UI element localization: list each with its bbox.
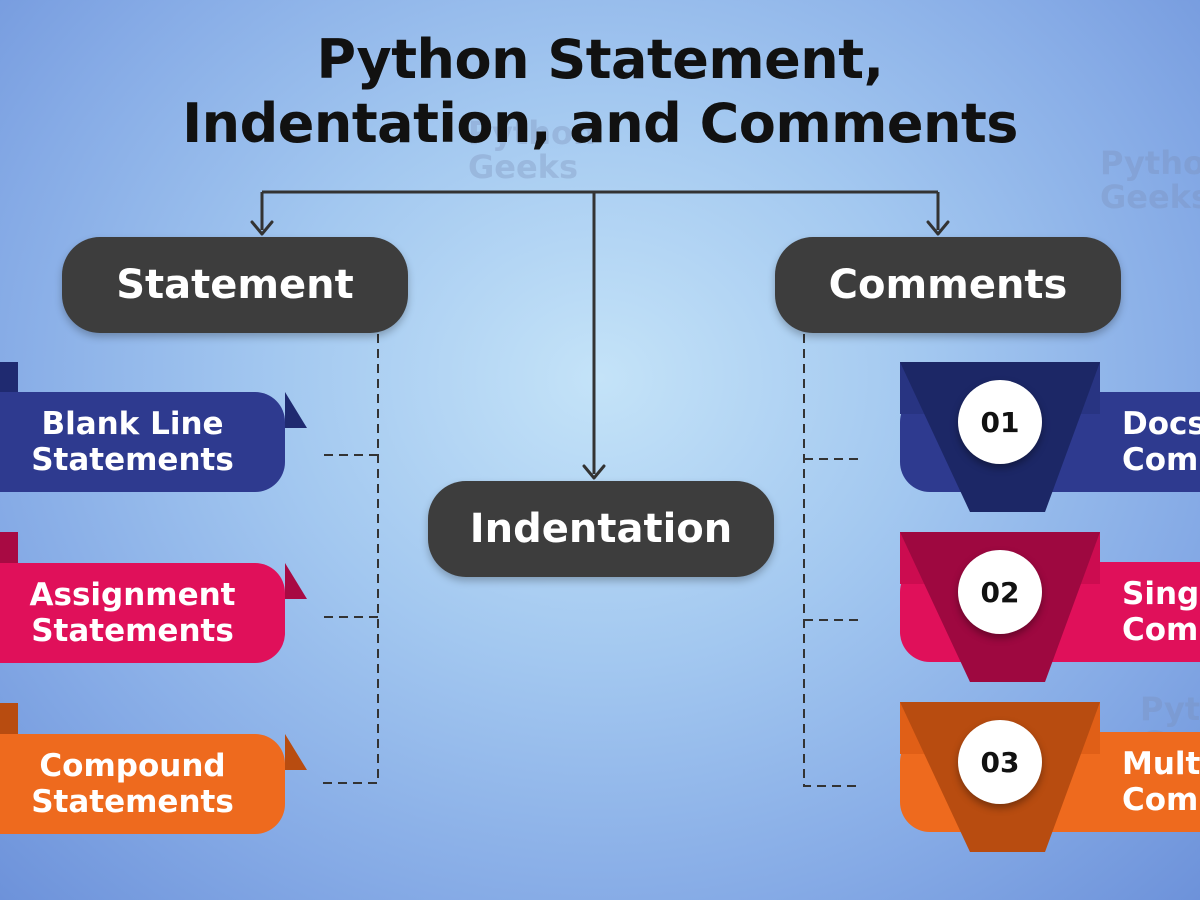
ribbon-label: Blank Line Statements: [31, 406, 234, 478]
node-statement: Statement: [62, 237, 408, 333]
watermark-logo: Python Geeks: [468, 114, 596, 186]
dashed-bracket-statement: [322, 334, 379, 784]
statement-ribbon-compound: Compound Statements: [0, 734, 307, 834]
arrow-head-comments: [926, 220, 950, 236]
title-line-1: Python Statement,: [316, 28, 884, 91]
comment-ribbon-multi-line: 03 Mult Com: [900, 702, 1200, 852]
statement-ribbon-assignment: Assignment Statements: [0, 563, 307, 663]
ribbon-tab: [0, 362, 18, 396]
ribbon-tab: [0, 703, 18, 737]
number-badge: 01: [958, 380, 1042, 464]
ribbon-tab: [0, 532, 18, 566]
ribbon-label: Compound Statements: [31, 748, 234, 820]
ribbon-fold: [285, 392, 307, 428]
node-comments: Comments: [775, 237, 1121, 333]
page-title: Python Statement, Indentation, and Comme…: [100, 28, 1100, 156]
dashed-bracket-comments: [803, 334, 862, 787]
number-badge: 02: [958, 550, 1042, 634]
ribbon-fold: [285, 563, 307, 599]
ribbon-label: Mult Com: [1122, 746, 1200, 818]
ribbon-fold: [285, 734, 307, 770]
arrow-head-statement: [250, 220, 274, 236]
ribbon-label: Docs Com: [1122, 406, 1200, 478]
arrow-head-indentation: [582, 464, 606, 480]
ribbon-label: Sing Com: [1122, 576, 1200, 648]
statement-ribbon-blank-line: Blank Line Statements: [0, 392, 307, 492]
ribbon-label: Assignment Statements: [29, 577, 236, 649]
comment-ribbon-docstring: 01 Docs Com: [900, 362, 1200, 512]
number-badge: 03: [958, 720, 1042, 804]
comment-ribbon-single-line: 02 Sing Com: [900, 532, 1200, 682]
title-line-2: Indentation, and Comments: [182, 92, 1018, 155]
node-indentation: Indentation: [428, 481, 774, 577]
watermark-logo: Python Geeks: [1100, 144, 1200, 216]
